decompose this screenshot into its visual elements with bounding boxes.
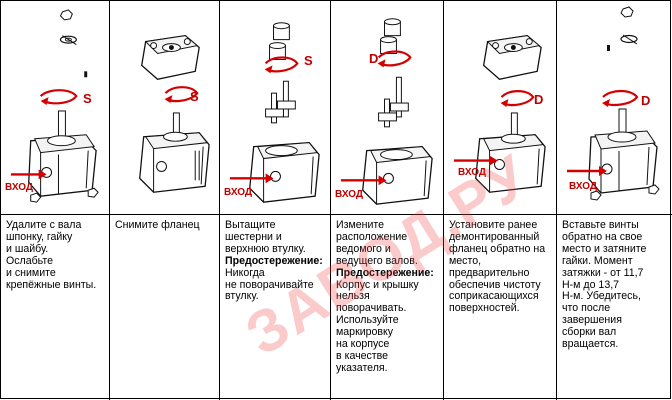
step-text-line: Никогда: [225, 266, 265, 279]
step-text-line: ведомого и: [336, 242, 391, 255]
step-text-line: Н-м. Убедитесь,: [562, 290, 641, 303]
step-3-text: Вытащите шестерни и верхнюю втулку. Пред…: [220, 214, 330, 400]
step-text-line: нельзя: [336, 290, 370, 303]
step-1-illustration: вход S: [1, 1, 109, 214]
step-text-line: Установите ранее: [449, 219, 538, 231]
step-text-line: сборки вал: [562, 326, 617, 339]
rotation-label: D: [369, 51, 379, 66]
warning-label: Предостережение:: [336, 266, 434, 279]
entry-label: вход: [335, 189, 364, 200]
step-text-line: крепёжные винты.: [6, 278, 97, 291]
step-text-line: шестерни и: [225, 230, 282, 243]
step-text-line: шпонку, гайку: [6, 230, 73, 243]
step-2-illustration: S: [110, 1, 219, 214]
step-1-text: Удалите с вала шпонку, гайку и шайбу. Ос…: [1, 214, 109, 400]
step-2-text: Снимите фланец: [110, 214, 219, 400]
step-text-line: затяжки - от 11,7: [562, 266, 644, 279]
step-text-line: Измените: [336, 219, 385, 231]
step-column-2: S Снимите фланец: [110, 1, 220, 400]
step-text-line: на корпусе: [336, 338, 390, 351]
step-text-line: поверхностей.: [449, 302, 520, 315]
step-text-line: место,: [449, 254, 482, 267]
step-text-line: Н-м до 13,7: [562, 278, 620, 291]
step-column-3: вход S Вытащите шестерни и верхнюю втулк…: [220, 1, 331, 400]
step-text-line: соприкасающихся: [449, 290, 539, 303]
step-column-4: вход D Измените расположение ведомого и …: [331, 1, 444, 400]
rotation-label: S: [83, 91, 92, 106]
step-text-line: предварительно: [449, 266, 530, 279]
step-text-line: демонтированный: [449, 230, 540, 243]
step-text-line: и шайбу.: [6, 242, 49, 255]
step-text-line: Используйте: [336, 314, 399, 327]
step-text-line: не поворачивайте: [225, 278, 314, 291]
step-5-illustration: вход D: [444, 1, 556, 214]
rotation-label: S: [190, 89, 199, 104]
step-text-line: Удалите с вала: [6, 219, 82, 231]
step-4-illustration: вход D: [331, 1, 443, 214]
step-text-line: место и затяните: [562, 242, 647, 255]
step-text-line: и снимите: [6, 266, 56, 279]
step-4-text: Измените расположение ведомого и ведущег…: [331, 214, 443, 400]
step-text-line: указателя.: [336, 361, 388, 374]
step-text-line: что после: [562, 302, 611, 315]
step-text-line: втулку.: [225, 290, 259, 303]
step-text-line: Ослабьте: [6, 254, 53, 267]
step-text-line: гайки. Момент: [562, 254, 633, 267]
step-5-text: Установите ранее демонтированный фланец …: [444, 214, 556, 400]
step-text-line: завершения: [562, 314, 622, 327]
step-text-line: маркировку: [336, 326, 394, 339]
entry-label: вход: [224, 187, 253, 198]
step-text-line: обеспечив чистоту: [449, 278, 541, 291]
step-text-line: поворачивать.: [336, 302, 407, 315]
step-text-line: Вытащите: [225, 219, 276, 231]
rotation-label: D: [641, 93, 651, 108]
step-column-6: вход D Вставьте винты обратно на свое ме…: [557, 1, 672, 400]
step-text-line: в качестве: [336, 349, 389, 362]
step-text-line: Вставьте винты: [562, 219, 639, 231]
step-text-line: расположение: [336, 230, 408, 243]
step-text-line: фланец обратно на: [449, 242, 546, 255]
warning-label: Предостережение:: [225, 254, 323, 267]
step-text-line: верхнюю втулку.: [225, 242, 306, 255]
step-column-1: вход S Удалите с вала шпонку, гайку и ша…: [1, 1, 110, 400]
rotation-label: D: [534, 92, 544, 107]
step-text-line: Снимите фланец: [115, 219, 200, 231]
step-text-line: ведущего валов.: [336, 254, 418, 267]
step-6-text: Вставьте винты обратно на свое место и з…: [557, 214, 672, 400]
step-text-line: обратно на свое: [562, 230, 643, 243]
step-text-line: Корпус и крышку: [336, 278, 419, 291]
entry-label: вход: [5, 182, 34, 193]
rotation-label: S: [304, 53, 313, 68]
step-column-5: вход D Установите ранее демонтированный …: [444, 1, 557, 400]
step-6-illustration: вход D: [557, 1, 672, 214]
entry-label: вход: [458, 167, 487, 178]
step-3-illustration: вход S: [220, 1, 330, 214]
entry-label: вход: [569, 181, 598, 192]
step-text-line: вращается.: [562, 338, 619, 351]
